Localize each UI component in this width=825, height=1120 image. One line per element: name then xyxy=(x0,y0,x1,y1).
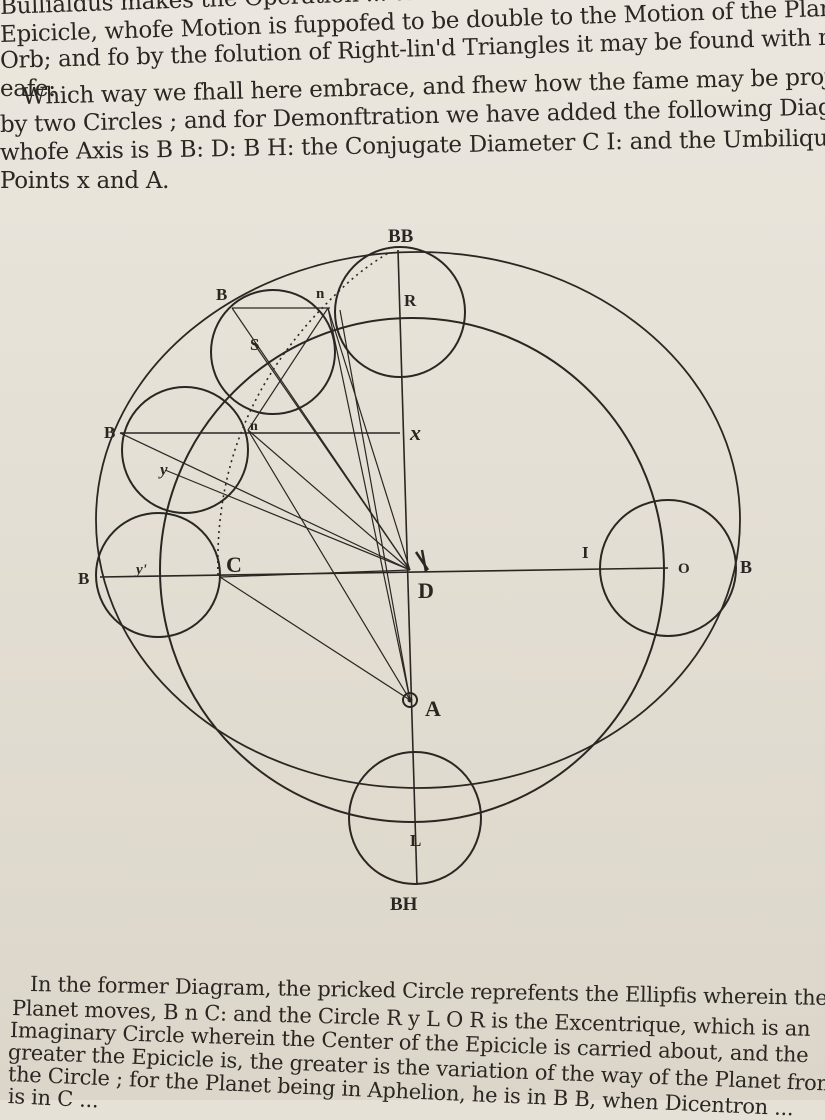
epicycle-mid-left xyxy=(121,386,249,514)
label-c: C xyxy=(226,552,242,577)
label-y: y xyxy=(158,460,168,479)
label-d: D xyxy=(418,578,434,603)
outer-orbit xyxy=(95,251,741,789)
text-line: eafe: xyxy=(0,76,56,102)
label-a: A xyxy=(425,696,441,721)
sun-icon xyxy=(402,692,418,708)
label-b-top: B xyxy=(216,285,227,304)
excentrique-circle xyxy=(159,317,665,823)
label-x: x xyxy=(409,420,421,445)
epicycle-upper-left xyxy=(210,289,336,415)
epicycle-right xyxy=(599,499,737,637)
label-i: I xyxy=(582,543,589,562)
text-line: is in C ... xyxy=(7,1084,100,1113)
label-y-left: y' xyxy=(134,562,147,578)
label-r: R xyxy=(404,291,417,310)
label-n-mid: n xyxy=(250,419,258,434)
label-b-mid: B xyxy=(104,423,115,442)
text-line: Points x and A. xyxy=(0,168,170,194)
label-b-right: B xyxy=(740,557,752,577)
label-n-top: n xyxy=(316,286,325,302)
label-o: O xyxy=(678,561,690,577)
epicycle-bottom xyxy=(348,751,482,885)
pricked-ellipse xyxy=(217,251,391,576)
earth-symbol-icon xyxy=(414,549,430,573)
label-bb: BB xyxy=(388,226,414,247)
label-s: S xyxy=(250,335,259,354)
epicycle-top xyxy=(334,246,466,378)
label-bh: BH xyxy=(390,894,418,915)
label-l: L xyxy=(410,831,421,850)
label-b-left: B xyxy=(78,569,89,588)
conjugate-diameter xyxy=(99,567,669,578)
